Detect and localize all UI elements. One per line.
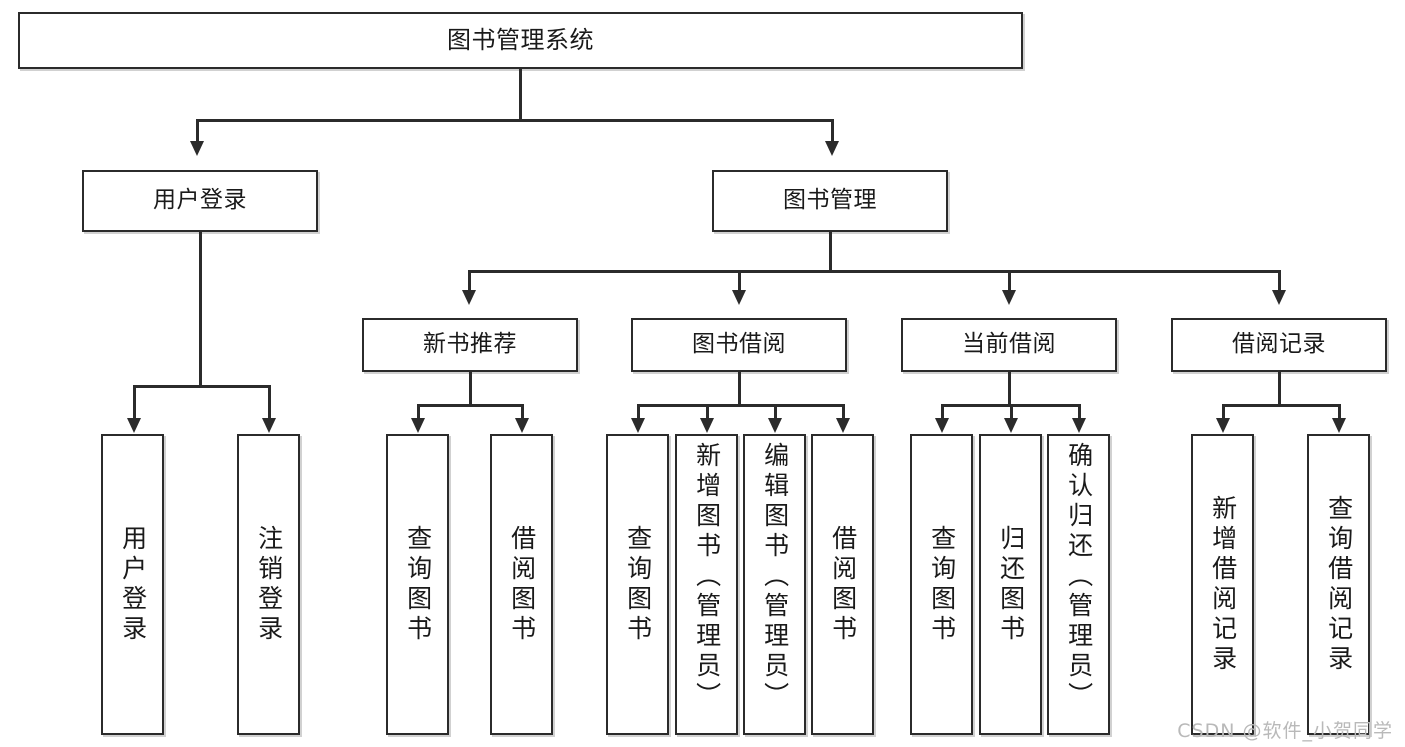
edge-user-login-bus xyxy=(133,385,268,388)
edge-new-book-to-borrow xyxy=(521,404,524,418)
edge-book-borrow-to-add xyxy=(706,404,709,418)
edge-borrow-record-to-query xyxy=(1338,404,1341,418)
node-leaf-add-borrow-record-label: 新增借阅记录 xyxy=(1208,494,1238,675)
edge-book-borrow-bus xyxy=(637,404,844,407)
node-current-borrow[interactable]: 当前借阅 xyxy=(901,318,1117,372)
edge-user-login-to-leaf-logout xyxy=(268,385,271,418)
edge-borrow-record-bus xyxy=(1222,404,1340,407)
node-leaf-query-book-3-label: 查询图书 xyxy=(927,524,957,645)
node-leaf-borrow-book-2-label: 借阅图书 xyxy=(828,524,858,645)
arrow-book-borrow-to-borrow xyxy=(836,418,850,433)
edge-new-book-stem xyxy=(469,372,472,406)
node-leaf-logout-label: 注销登录 xyxy=(254,524,284,645)
edge-book-borrow-to-borrow xyxy=(842,404,845,418)
arrow-book-mgmt-to-current-borrow xyxy=(1002,290,1016,305)
node-leaf-query-book-1[interactable]: 查询图书 xyxy=(386,434,449,735)
edge-borrow-record-stem xyxy=(1278,372,1281,406)
edge-book-borrow-to-query xyxy=(637,404,640,418)
node-leaf-user-login-label: 用户登录 xyxy=(118,524,148,645)
node-leaf-edit-book-admin[interactable]: 编辑图书（管理员） xyxy=(743,434,806,735)
node-leaf-logout[interactable]: 注销登录 xyxy=(237,434,300,735)
node-leaf-add-book-admin-label: 新增图书（管理员） xyxy=(692,442,722,712)
node-leaf-return-book[interactable]: 归还图书 xyxy=(979,434,1042,735)
arrow-new-book-to-query xyxy=(411,418,425,433)
node-root-label: 图书管理系统 xyxy=(447,26,594,55)
arrow-user-login-to-leaf-logout xyxy=(262,418,276,433)
node-leaf-borrow-book-2[interactable]: 借阅图书 xyxy=(811,434,874,735)
node-leaf-query-borrow-record-label: 查询借阅记录 xyxy=(1324,494,1354,675)
edge-new-book-bus xyxy=(417,404,523,407)
edge-current-borrow-stem xyxy=(1008,372,1011,406)
edge-book-borrow-to-edit xyxy=(774,404,777,418)
edge-borrow-record-to-add xyxy=(1222,404,1225,418)
arrow-book-borrow-to-edit xyxy=(768,418,782,433)
node-leaf-return-book-label: 归还图书 xyxy=(996,524,1026,645)
watermark-text: CSDN @软件_小贺同学 xyxy=(1177,720,1393,742)
edge-book-mgmt-stem xyxy=(829,232,832,272)
node-leaf-edit-book-admin-label: 编辑图书（管理员） xyxy=(760,442,790,712)
node-borrow-record-label: 借阅记录 xyxy=(1232,331,1326,358)
edge-new-book-to-query xyxy=(417,404,420,418)
node-new-book-recommendation-label: 新书推荐 xyxy=(423,331,517,358)
node-user-login-label: 用户登录 xyxy=(153,187,247,214)
edge-book-mgmt-to-book-borrow xyxy=(738,270,741,290)
arrow-book-borrow-to-add xyxy=(700,418,714,433)
arrow-root-to-user-login xyxy=(190,141,204,156)
arrow-current-borrow-to-return xyxy=(1004,418,1018,433)
node-current-borrow-label: 当前借阅 xyxy=(962,331,1056,358)
arrow-user-login-to-leaf-login xyxy=(127,418,141,433)
node-book-management-label: 图书管理 xyxy=(783,187,877,214)
node-leaf-confirm-return-admin[interactable]: 确认归还（管理员） xyxy=(1047,434,1110,735)
arrow-current-borrow-to-query xyxy=(935,418,949,433)
edge-book-borrow-stem xyxy=(738,372,741,406)
node-book-management[interactable]: 图书管理 xyxy=(712,170,948,232)
edge-root-stem xyxy=(519,69,522,120)
edge-root-bus xyxy=(196,119,833,122)
edge-root-to-user-login xyxy=(196,119,199,141)
node-leaf-query-book-2[interactable]: 查询图书 xyxy=(606,434,669,735)
arrow-borrow-record-to-add xyxy=(1216,418,1230,433)
arrow-borrow-record-to-query xyxy=(1332,418,1346,433)
node-borrow-record[interactable]: 借阅记录 xyxy=(1171,318,1387,372)
arrow-root-to-book-mgmt xyxy=(825,141,839,156)
arrow-book-mgmt-to-book-borrow xyxy=(732,290,746,305)
node-leaf-query-book-1-label: 查询图书 xyxy=(403,524,433,645)
edge-book-mgmt-bus xyxy=(468,270,1280,273)
arrow-book-borrow-to-query xyxy=(631,418,645,433)
node-book-borrow-label: 图书借阅 xyxy=(692,331,786,358)
node-root[interactable]: 图书管理系统 xyxy=(18,12,1023,69)
node-leaf-add-borrow-record[interactable]: 新增借阅记录 xyxy=(1191,434,1254,735)
node-leaf-query-borrow-record[interactable]: 查询借阅记录 xyxy=(1307,434,1370,735)
edge-current-borrow-to-query xyxy=(941,404,944,418)
edge-book-mgmt-to-borrow-record xyxy=(1278,270,1281,290)
arrow-book-mgmt-to-borrow-record xyxy=(1272,290,1286,305)
node-leaf-add-book-admin[interactable]: 新增图书（管理员） xyxy=(675,434,738,735)
node-book-borrow[interactable]: 图书借阅 xyxy=(631,318,847,372)
arrow-book-mgmt-to-new-book xyxy=(462,290,476,305)
edge-root-to-book-mgmt xyxy=(831,119,834,141)
node-leaf-user-login[interactable]: 用户登录 xyxy=(101,434,164,735)
node-leaf-confirm-return-admin-label: 确认归还（管理员） xyxy=(1064,442,1094,712)
node-new-book-recommendation[interactable]: 新书推荐 xyxy=(362,318,578,372)
node-leaf-borrow-book-1-label: 借阅图书 xyxy=(507,524,537,645)
node-user-login[interactable]: 用户登录 xyxy=(82,170,318,232)
node-leaf-query-book-3[interactable]: 查询图书 xyxy=(910,434,973,735)
edge-current-borrow-to-confirm xyxy=(1078,404,1081,418)
edge-book-mgmt-to-new-book xyxy=(468,270,471,290)
arrow-current-borrow-to-confirm xyxy=(1072,418,1086,433)
edge-user-login-to-leaf-login xyxy=(133,385,136,418)
edge-book-mgmt-to-current-borrow xyxy=(1008,270,1011,290)
edge-user-login-stem xyxy=(199,232,202,387)
arrow-new-book-to-borrow xyxy=(515,418,529,433)
edge-current-borrow-to-return xyxy=(1010,404,1013,418)
node-leaf-borrow-book-1[interactable]: 借阅图书 xyxy=(490,434,553,735)
node-leaf-query-book-2-label: 查询图书 xyxy=(623,524,653,645)
